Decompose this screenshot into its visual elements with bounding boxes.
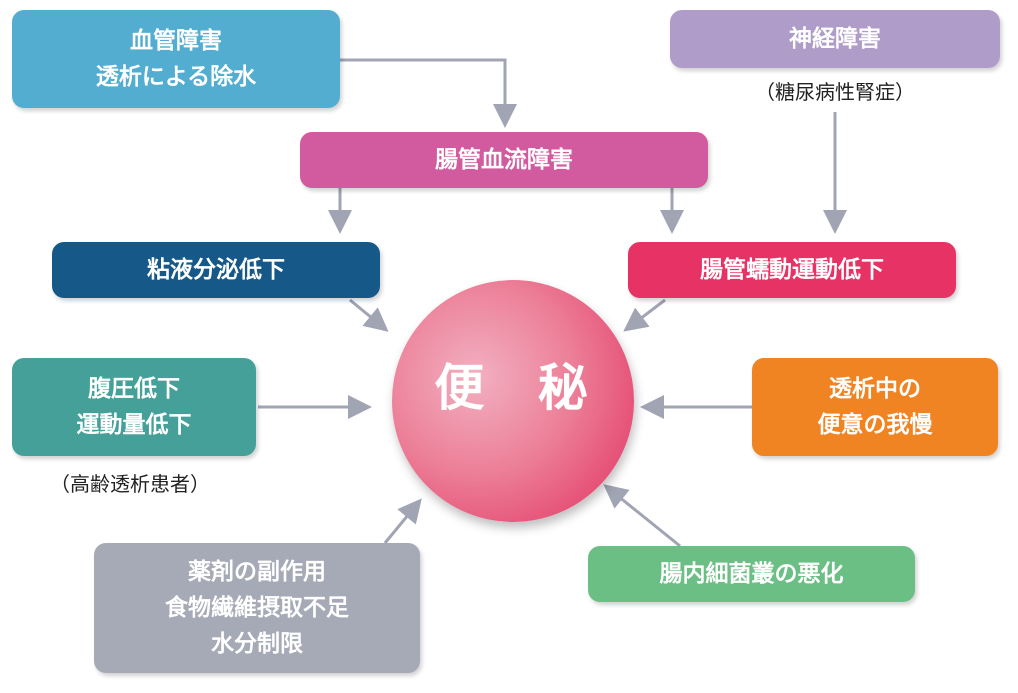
node-peristalsis: 腸管蠕動運動低下 <box>628 242 956 298</box>
abdominal-caption: （高齢透析患者） <box>50 472 210 496</box>
nerve-caption: （糖尿病性腎症） <box>755 80 915 104</box>
node-drugs: 薬剤の副作用 食物繊維摂取不足 水分制限 <box>94 543 420 673</box>
node-text: 血管障害 <box>130 28 222 54</box>
arrow-peristalsis-to-center <box>623 298 666 332</box>
node-holding: 透析中の 便意の我慢 <box>752 358 998 456</box>
node-text: 水分制限 <box>211 631 303 657</box>
node-mucus: 粘液分泌低下 <box>52 242 380 298</box>
node-text: 腹圧低下 <box>88 376 180 402</box>
arrow-mucus-to-center <box>349 298 389 332</box>
node-text: 薬剤の副作用 <box>188 559 326 585</box>
arrow-vascular-to-bloodflow <box>340 58 517 128</box>
node-text: 便意の我慢 <box>817 412 933 438</box>
node-nerve: 神経障害 <box>670 10 1000 68</box>
center-label: 便 秘 <box>434 359 606 417</box>
node-vascular: 血管障害 透析による除水 <box>12 10 340 108</box>
node-text: 透析中の <box>829 376 921 402</box>
node-text: 腸管蠕動運動低下 <box>700 257 884 283</box>
center-constipation: 便 秘 <box>392 280 634 522</box>
node-text: 粘液分泌低下 <box>147 257 285 283</box>
node-text: 神経障害 <box>789 26 881 52</box>
node-bacteria: 腸内細菌叢の悪化 <box>588 546 915 602</box>
node-text: 透析による除水 <box>95 64 257 90</box>
arrow-drugs-to-center <box>383 498 422 544</box>
arrow-bacteria-to-center <box>603 484 681 548</box>
node-abdominal: 腹圧低下 運動量低下 <box>12 358 256 456</box>
node-blood-flow: 腸管血流障害 <box>300 132 708 188</box>
node-text: 腸管血流障害 <box>435 147 573 173</box>
node-text: 食物繊維摂取不足 <box>165 595 349 621</box>
node-text: 運動量低下 <box>76 412 192 438</box>
node-text: 腸内細菌叢の悪化 <box>659 561 844 587</box>
